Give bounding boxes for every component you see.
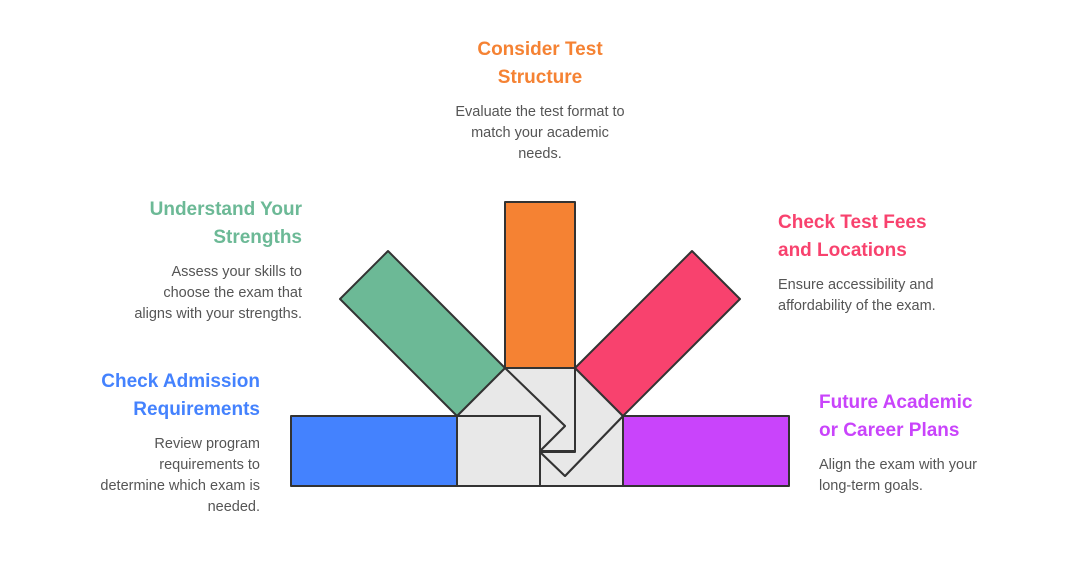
item-plans-title: Future Academic or Career Plans: [819, 389, 1059, 445]
item-structure-title: Consider Test Structure: [400, 36, 680, 92]
title-line: Future Academic: [819, 392, 973, 413]
arm-strengths: [339, 250, 506, 417]
description-line: choose the exam that: [163, 285, 302, 301]
description-line: Ensure accessibility and: [778, 277, 934, 293]
item-structure: Consider Test Structure Evaluate the tes…: [400, 36, 680, 165]
item-fees-title: Check Test Fees and Locations: [778, 209, 1038, 265]
title-line: or Career Plans: [819, 420, 960, 441]
item-admission: Check Admission Requirements Review prog…: [40, 368, 260, 518]
item-admission-description: Review program requirements to determine…: [40, 434, 260, 518]
description-line: determine which exam is: [100, 478, 260, 494]
arm-plans: [622, 415, 790, 487]
item-plans-description: Align the exam with your long-term goals…: [819, 455, 1059, 497]
item-admission-title: Check Admission Requirements: [40, 368, 260, 424]
title-line: Structure: [497, 67, 583, 88]
description-line: Review program: [154, 436, 260, 452]
arm-admission: [290, 415, 458, 487]
title-line: and Locations: [778, 240, 907, 261]
description-line: needs.: [518, 146, 562, 162]
description-line: Align the exam with your: [819, 457, 977, 473]
description-line: Assess your skills to: [171, 264, 302, 280]
description-line: Evaluate the test format to: [455, 104, 625, 120]
description-line: requirements to: [159, 457, 260, 473]
title-line: Requirements: [133, 399, 260, 420]
item-structure-description: Evaluate the test format to match your a…: [400, 102, 680, 165]
description-line: aligns with your strengths.: [134, 306, 302, 322]
arm-structure: [504, 201, 576, 369]
arm-fees: [574, 250, 741, 417]
item-plans: Future Academic or Career Plans Align th…: [819, 389, 1059, 497]
title-line: Consider Test: [477, 39, 603, 60]
title-line: Understand Your: [149, 199, 302, 220]
item-strengths-title: Understand Your Strengths: [70, 196, 302, 252]
item-strengths-description: Assess your skills to choose the exam th…: [70, 262, 302, 325]
item-fees: Check Test Fees and Locations Ensure acc…: [778, 209, 1038, 317]
description-line: needed.: [207, 499, 260, 515]
title-line: Check Admission: [101, 371, 260, 392]
title-line: Strengths: [213, 227, 302, 248]
description-line: affordability of the exam.: [778, 298, 936, 314]
description-line: long-term goals.: [819, 478, 923, 494]
title-line: Check Test Fees: [778, 212, 927, 233]
description-line: match your academic: [471, 125, 609, 141]
item-fees-description: Ensure accessibility and affordability o…: [778, 275, 1038, 317]
item-strengths: Understand Your Strengths Assess your sk…: [70, 196, 302, 325]
hub-left-box: [456, 415, 541, 487]
